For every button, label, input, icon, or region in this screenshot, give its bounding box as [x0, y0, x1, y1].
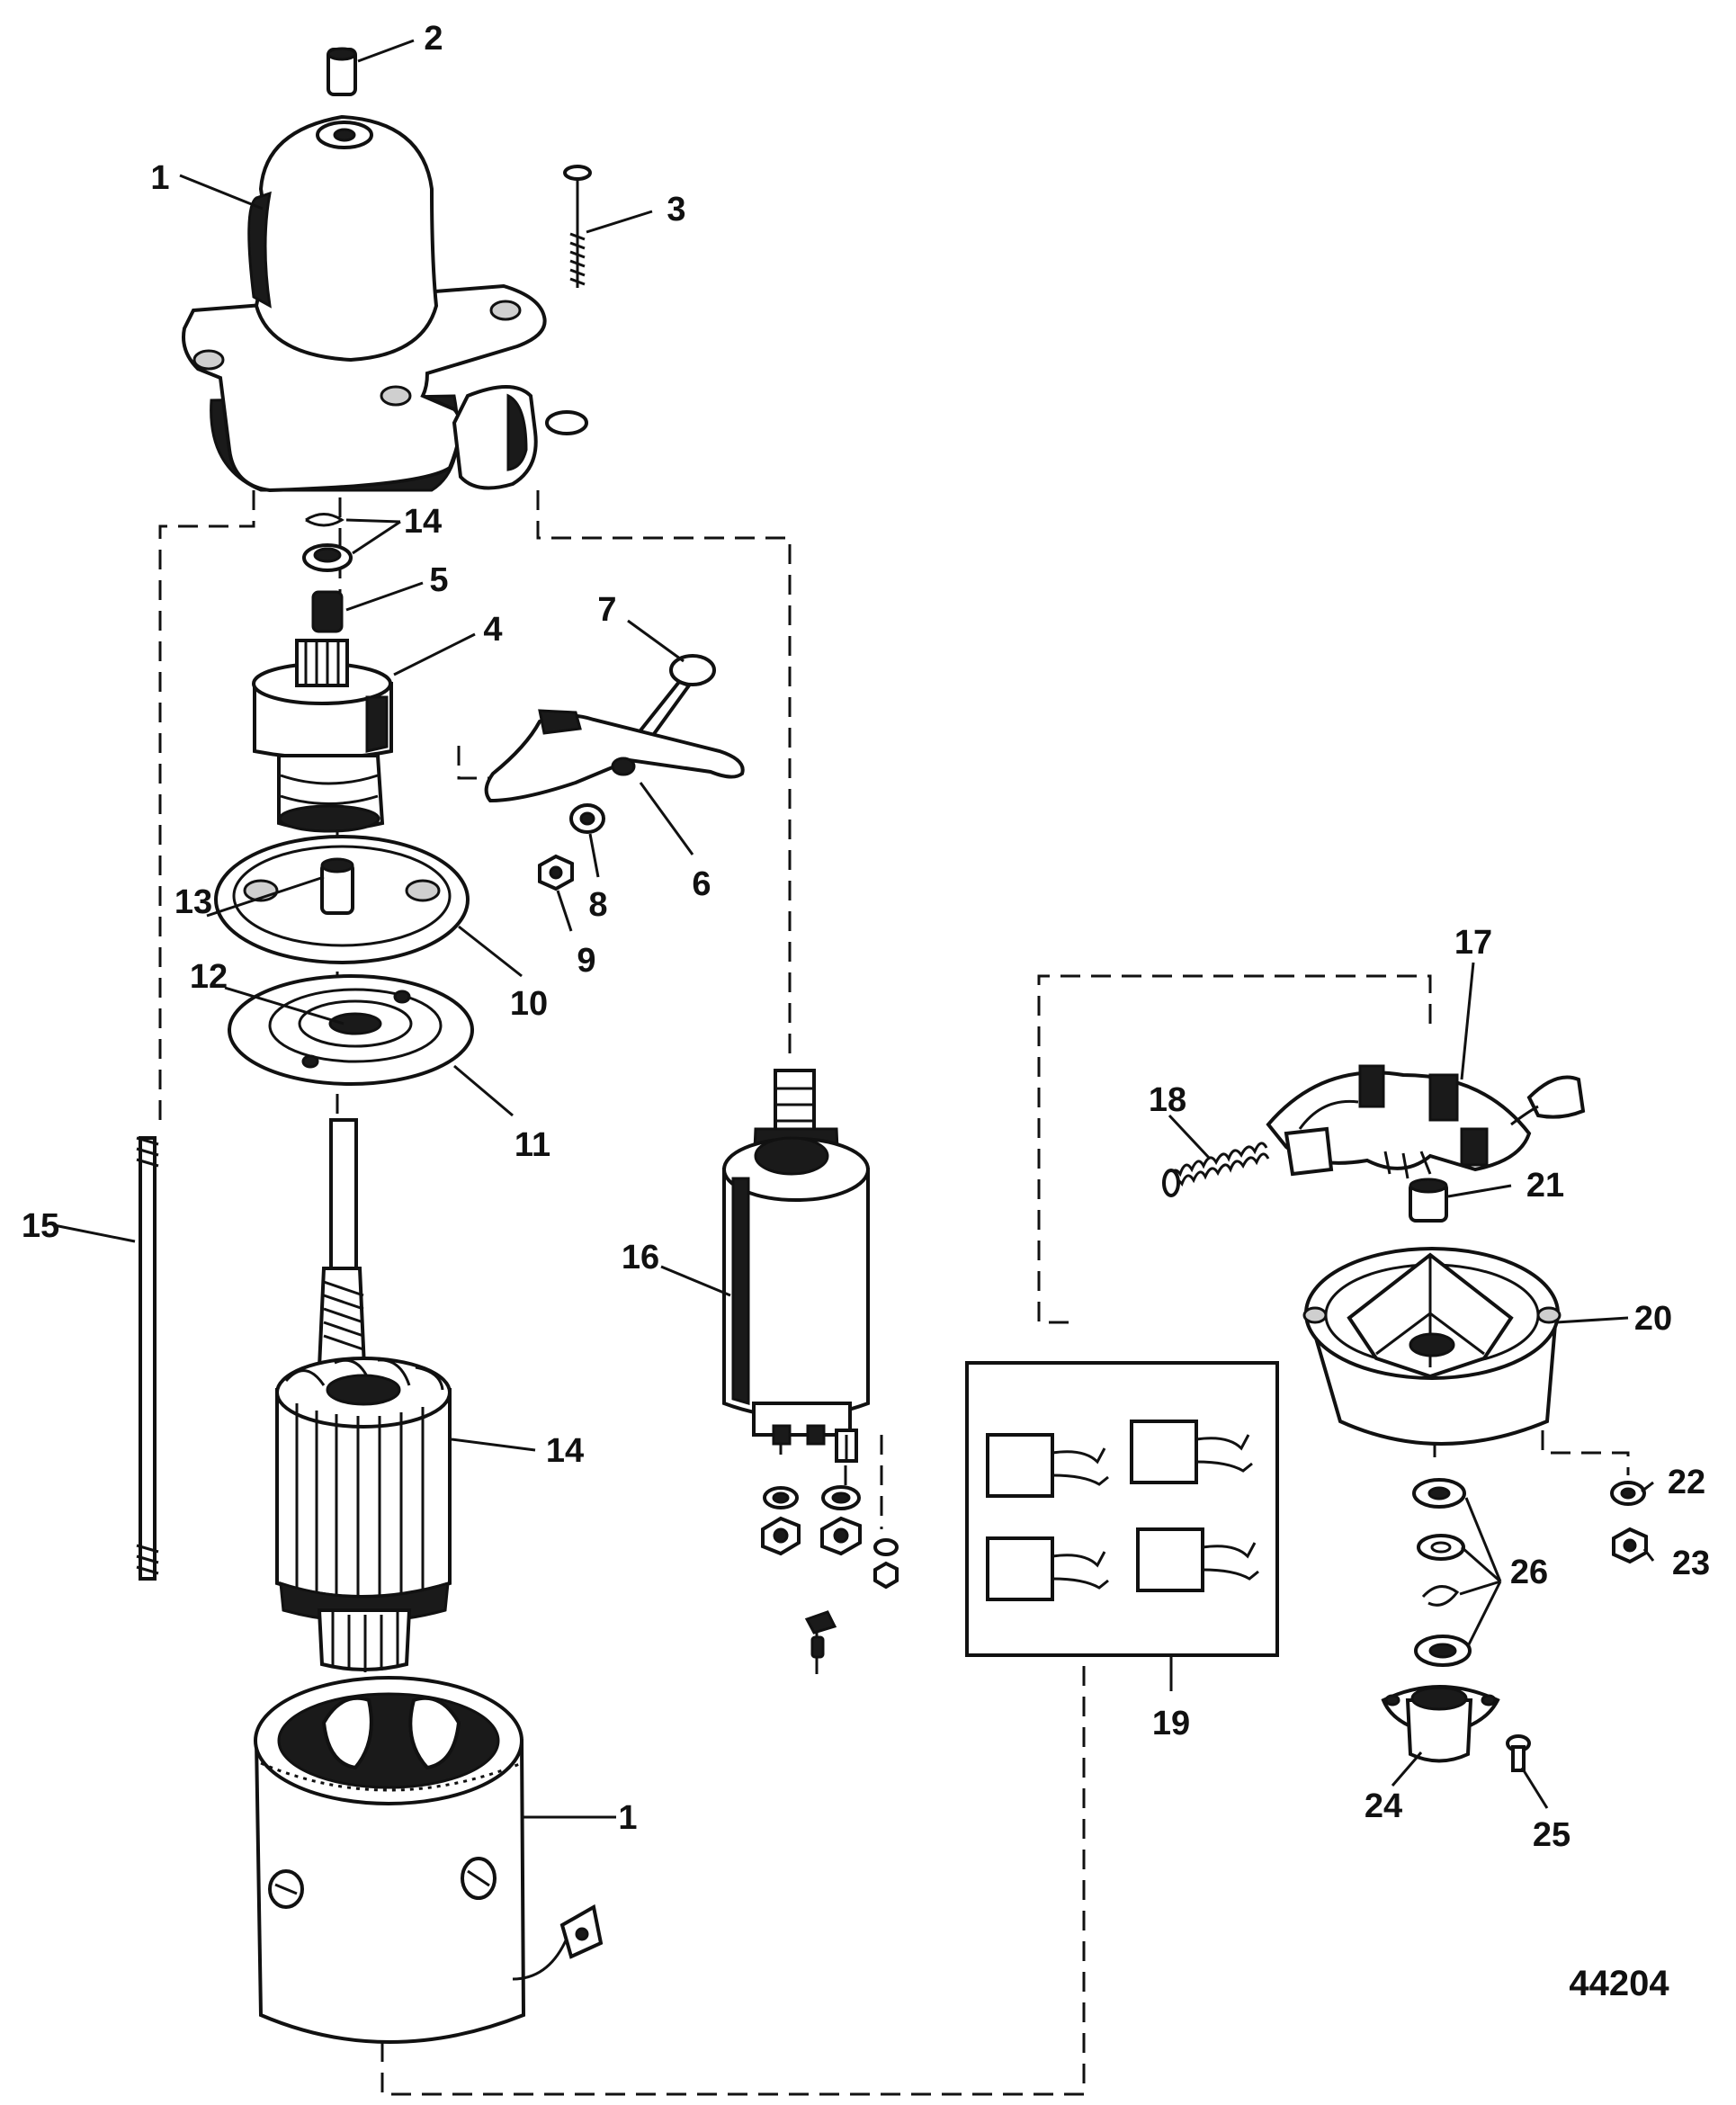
label-6-lever: 6 [692, 865, 711, 903]
label-5-bushing: 5 [429, 561, 448, 599]
label-24-cap: 24 [1365, 1787, 1402, 1825]
label-2-bushing: 2 [424, 20, 443, 58]
leader-lines [53, 39, 1655, 1819]
label-22-washer: 22 [1668, 1464, 1705, 1501]
brush-holder [1266, 1064, 1586, 1179]
solenoid-hardware [761, 1485, 899, 1659]
label-10-plate: 10 [510, 985, 548, 1023]
drive-end-plate [228, 974, 474, 1086]
label-12-seal: 12 [190, 958, 228, 996]
drive-end-housing [182, 114, 588, 493]
drive-bushing [311, 590, 344, 633]
brush-bottom-right [1136, 1527, 1259, 1592]
label-13-stop: 13 [174, 883, 212, 921]
brush-spring [1162, 1142, 1270, 1197]
label-19-brushkit: 19 [1152, 1705, 1190, 1742]
lever-washer [569, 803, 605, 834]
end-cap-washer [1610, 1481, 1646, 1506]
label-9-nut: 9 [577, 942, 595, 980]
label-18-spring: 18 [1149, 1081, 1186, 1119]
cap-screw [1506, 1734, 1531, 1772]
label-3-screw: 3 [667, 191, 685, 228]
bushing-top [327, 47, 357, 96]
commutator-end-cap [1302, 1247, 1562, 1446]
pivot-pin [638, 654, 716, 740]
brush-bottom-left [986, 1536, 1109, 1601]
stop-collar [320, 857, 354, 915]
label-7-pivot: 7 [597, 591, 616, 629]
thru-screw [563, 165, 592, 288]
assembly-dashed-lines [158, 436, 1630, 2096]
label-1-housing: 1 [150, 159, 169, 197]
through-bolt [136, 1136, 159, 1581]
figure-number: 44204 [1569, 1964, 1669, 2003]
label-8-washer: 8 [588, 886, 607, 924]
label-20-endcap: 20 [1634, 1300, 1672, 1338]
field-frame [254, 1676, 604, 2044]
label-25-screw: 25 [1533, 1816, 1570, 1854]
end-cap-nut [1612, 1527, 1648, 1564]
end-cap-cover [1381, 1685, 1500, 1763]
label-4-drive: 4 [483, 611, 502, 649]
washer-and-ring-top [302, 513, 353, 572]
solenoid [722, 1069, 870, 1463]
lever-nut [538, 854, 574, 891]
brush-top-left [986, 1433, 1109, 1498]
label-26-washers: 26 [1510, 1554, 1548, 1591]
brush-kit [965, 1361, 1279, 1657]
armature [275, 1118, 452, 1672]
shift-lever [484, 709, 745, 803]
label-15-bolt: 15 [22, 1207, 59, 1245]
label-11-plate: 11 [515, 1126, 550, 1164]
label-17-holder: 17 [1454, 924, 1492, 962]
starter-drive [252, 639, 393, 833]
label-21-bushing: 21 [1526, 1167, 1564, 1205]
label-1-frame: 1 [618, 1799, 637, 1837]
thrust-washers [1412, 1478, 1472, 1667]
label-16-solenoid: 16 [622, 1239, 659, 1276]
end-bushing [1409, 1178, 1448, 1223]
label-14-armature: 14 [546, 1432, 584, 1470]
callout-labels: 1 2 3 14 5 4 7 6 8 9 13 10 12 11 15 16 1… [22, 20, 1710, 1854]
brush-top-right [1130, 1420, 1253, 1484]
label-23-nut: 23 [1672, 1545, 1710, 1582]
label-14-washer-ring: 14 [404, 503, 442, 541]
